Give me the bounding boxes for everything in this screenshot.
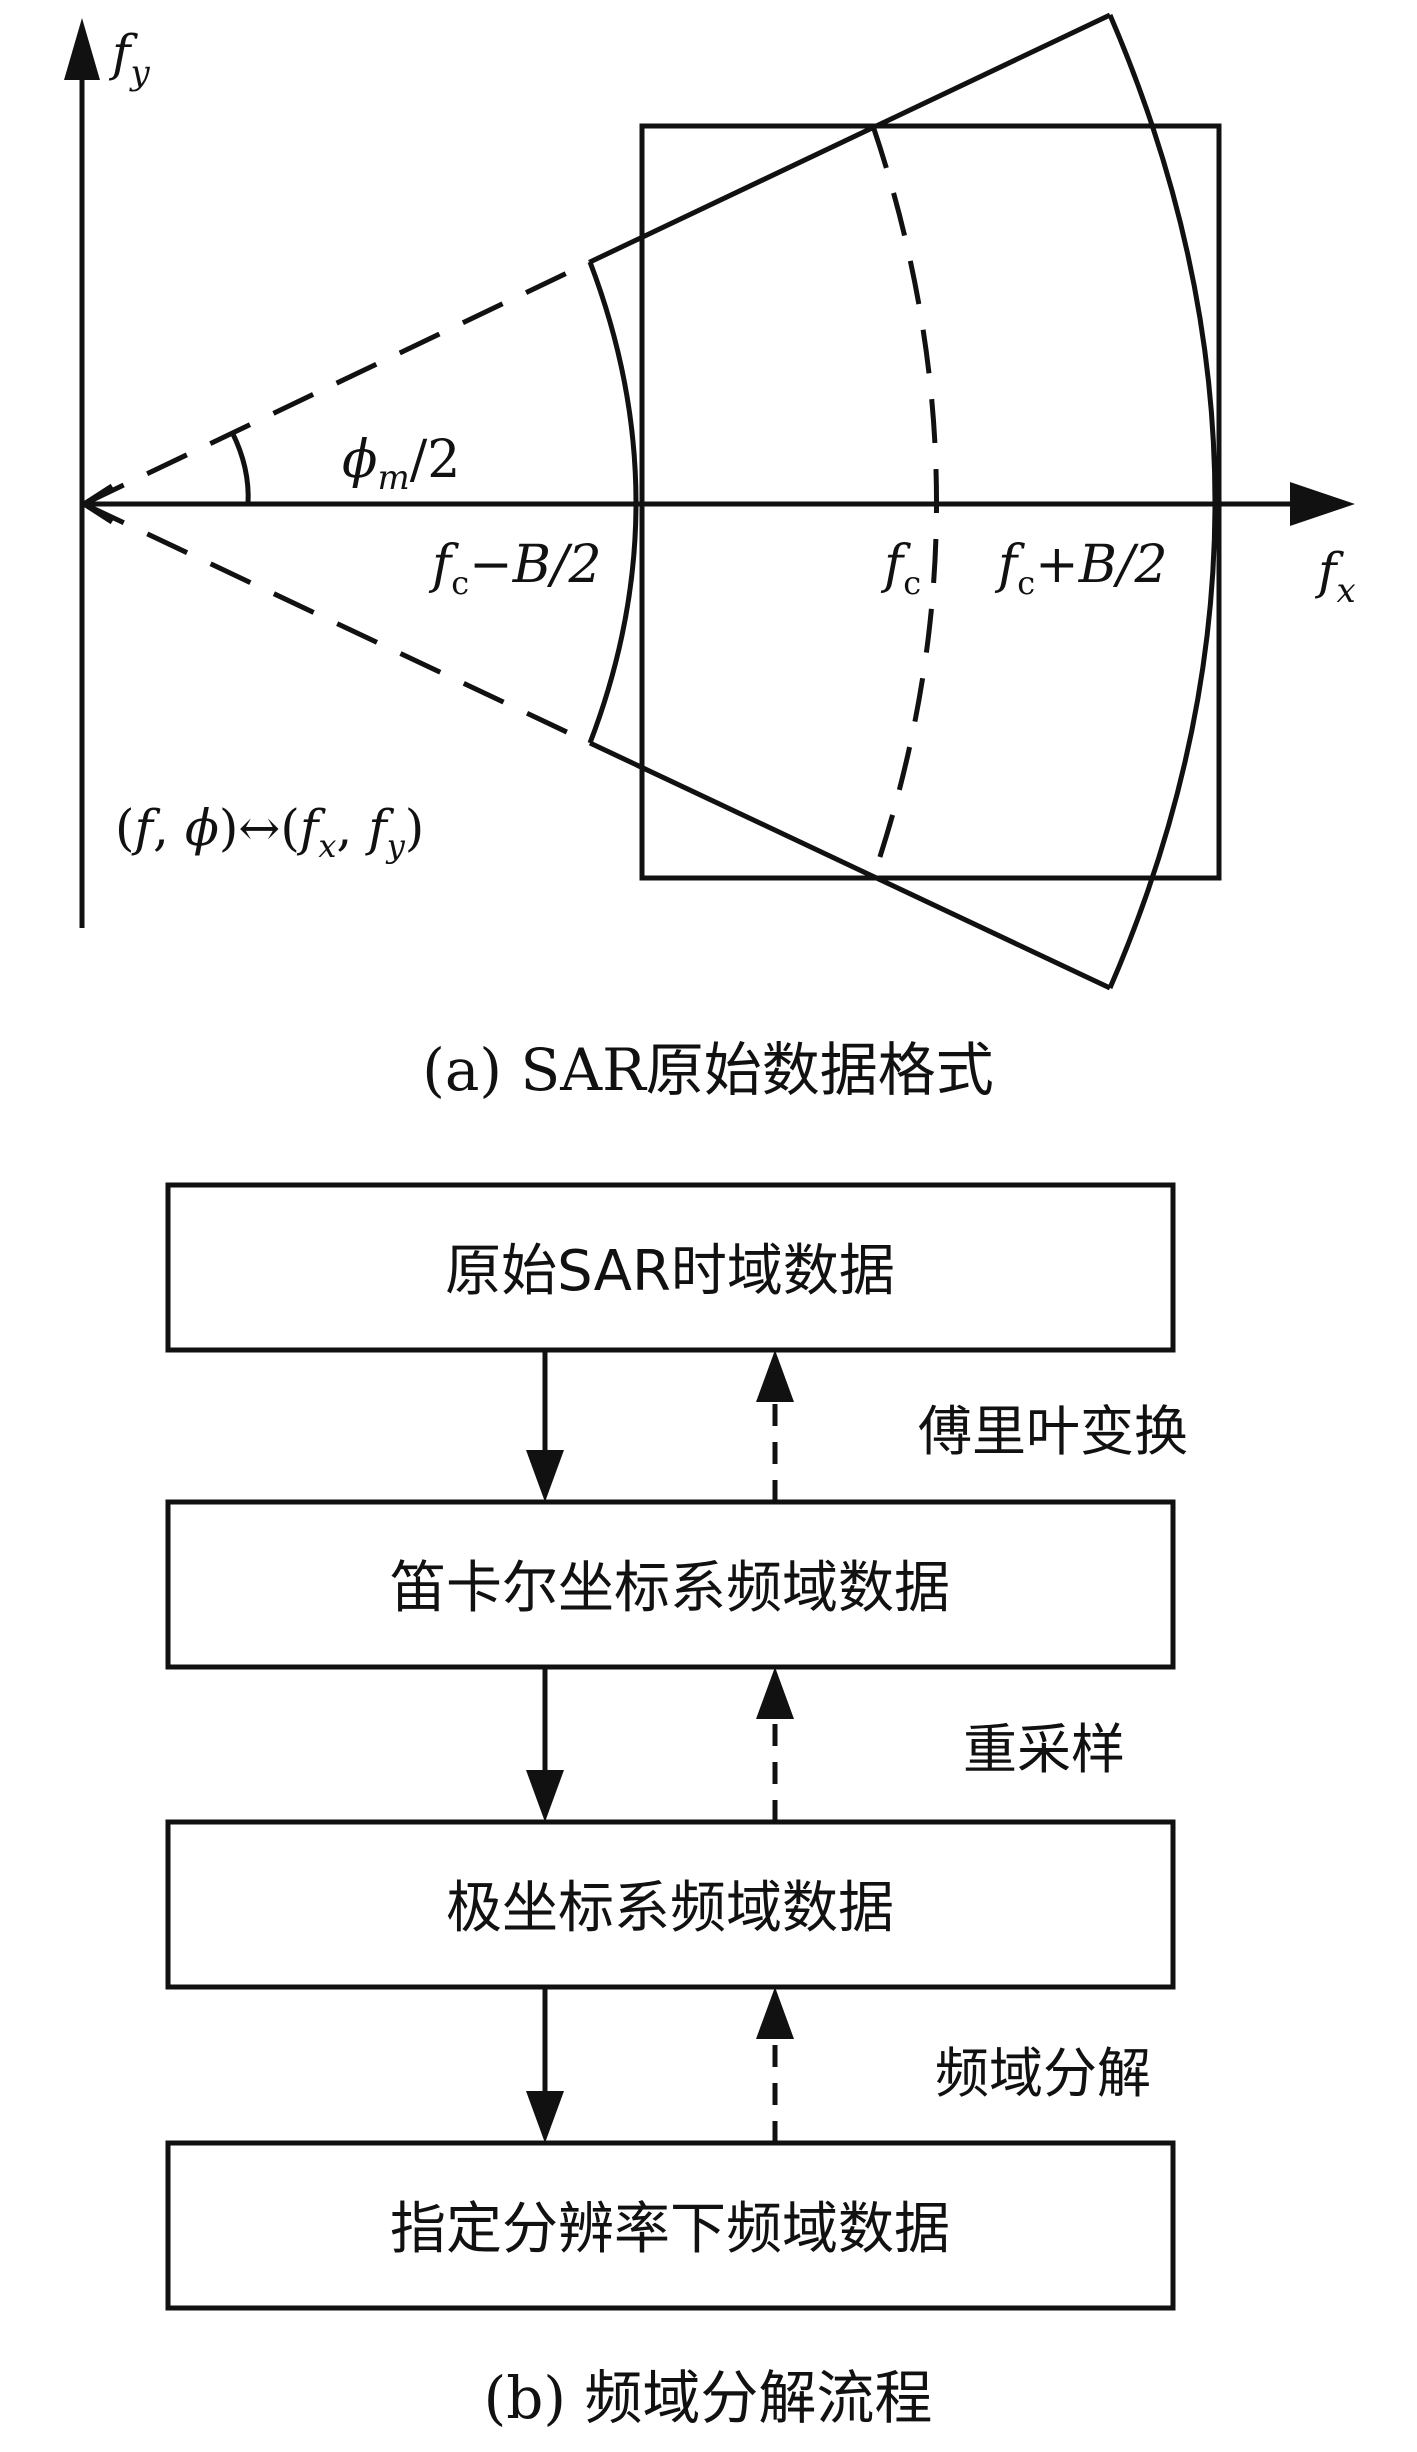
flow-box-4-label: 指定分辨率下频域数据: [390, 2197, 950, 2262]
down-arrow-2-head: [526, 1770, 564, 1822]
caption-a: (a) SAR原始数据格式: [422, 1036, 994, 1104]
flow-box-4: [165, 2140, 1176, 2311]
up-arrow-1-head: [756, 1350, 794, 1402]
caption-b: (b) 频域分解流程: [484, 2364, 933, 2432]
down-arrow-3-head: [526, 2091, 564, 2143]
edge-label-2: 重采样: [963, 1718, 1125, 1781]
flow-box-1: [165, 1182, 1176, 1353]
down-arrow-1-head: [526, 1450, 564, 1502]
flow-box-2-label: 笛卡尔坐标系频域数据: [390, 1556, 950, 1621]
diagram-a: fy fx ϕm/2 fc−B/2 fc fc+B/2 (f, ϕ)↔(fx, …: [64, 12, 1356, 1104]
tick-label-center: fc: [880, 535, 921, 602]
up-arrow-2-head: [756, 1667, 794, 1719]
flow-box-2: [165, 1499, 1176, 1670]
angle-label: ϕm/2: [342, 430, 460, 498]
flow-box-3-label: 极坐标系频域数据: [446, 1876, 894, 1941]
tick-label-low: fc−B/2: [428, 535, 602, 602]
angle-arc: [229, 430, 251, 505]
up-arrow-3-head: [756, 1987, 794, 2039]
edge-label-3: 频域分解: [935, 2042, 1151, 2105]
data-rectangle: [639, 123, 1222, 881]
mapping-label: (f, ϕ)↔(fx, fy): [115, 799, 424, 865]
center-arc-dashed: [870, 125, 939, 879]
tick-label-high: fc+B/2: [994, 535, 1168, 602]
edge-label-1: 傅里叶变换: [918, 1400, 1188, 1463]
lower-ray-solid: [588, 740, 1112, 991]
outer-arc: [1107, 14, 1218, 989]
flow-box-3: [165, 1819, 1176, 1990]
lower-ray-dashed: [82, 501, 592, 746]
upper-ray-solid: [588, 12, 1112, 265]
fy-axis-label: fy: [108, 24, 151, 93]
fx-axis-arrowhead: [1290, 482, 1355, 526]
inner-arc: [587, 261, 639, 744]
upper-ray-dashed: [82, 259, 592, 507]
fx-axis-label: fx: [1314, 542, 1356, 611]
flow-box-1-label: 原始SAR时域数据: [445, 1239, 895, 1304]
fy-axis-arrowhead: [64, 18, 100, 80]
diagram-b: 原始SAR时域数据 笛卡尔坐标系频域数据 极坐标系频域数据 指定分辨率下频域数据…: [165, 1182, 1188, 2432]
